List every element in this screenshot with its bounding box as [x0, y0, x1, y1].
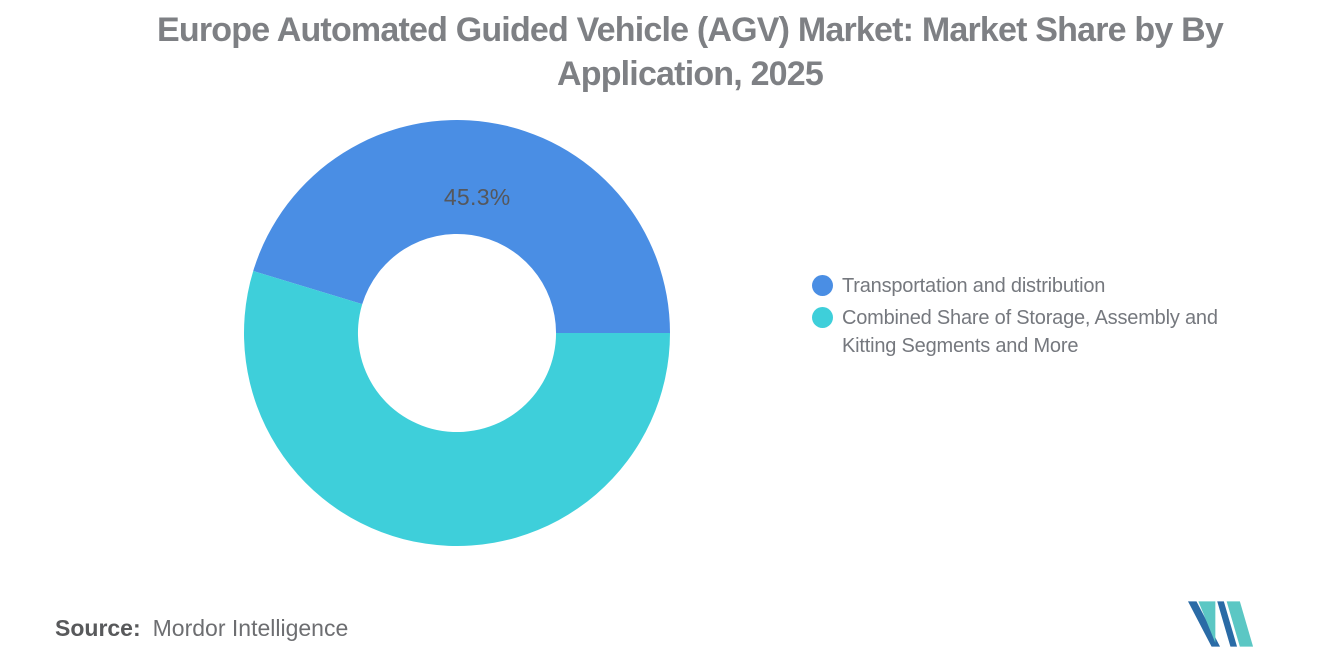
- legend-item-label: Combined Share of Storage, Assembly and …: [842, 307, 1218, 357]
- logo-middle-diagonal: [1217, 601, 1238, 647]
- logo-left-diagonal: [1188, 601, 1221, 647]
- chart-title: Europe Automated Guided Vehicle (AGV) Ma…: [60, 8, 1320, 96]
- legend-item-1[interactable]: Transportation and distribution: [812, 272, 1278, 300]
- source-value: Mordor Intelligence: [152, 615, 349, 641]
- chart-title-line2: Application, 2025: [556, 55, 824, 93]
- donut-chart: 45.3%: [244, 120, 670, 546]
- legend-marker-circle: [812, 275, 833, 296]
- mordor-intelligence-logo-svg: [1188, 601, 1254, 647]
- slice-data-label: 45.3%: [444, 184, 511, 210]
- legend-marker-circle: [812, 307, 833, 328]
- donut-chart-svg: 45.3%: [244, 120, 670, 546]
- pie-slice-2[interactable]: [244, 271, 670, 546]
- logo-right-parallelogram: [1226, 601, 1254, 647]
- source-label: Source:: [55, 615, 141, 641]
- pie-slice-1[interactable]: [253, 120, 670, 333]
- chart-title-line1: Europe Automated Guided Vehicle (AGV) Ma…: [156, 11, 1224, 49]
- source-line: Source: Mordor Intelligence: [55, 612, 348, 644]
- legend-item-2[interactable]: Combined Share of Storage, Assembly and …: [812, 304, 1278, 360]
- mordor-intelligence-logo: [1188, 600, 1254, 648]
- legend-item-label: Transportation and distribution: [842, 275, 1106, 297]
